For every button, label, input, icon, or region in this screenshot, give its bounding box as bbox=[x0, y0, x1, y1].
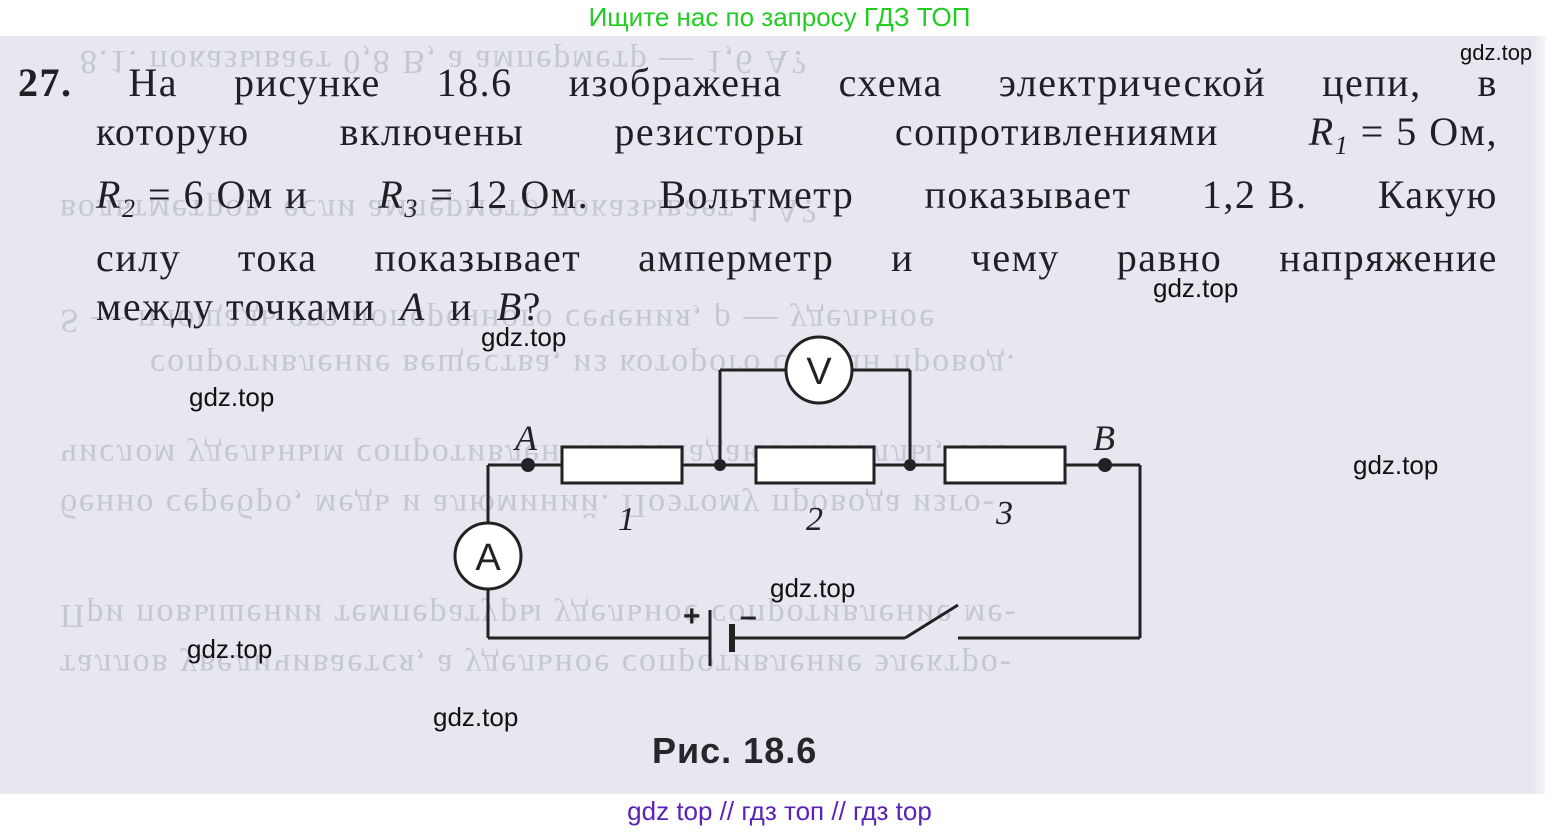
scanned-page: 8.1. показывает 0,8 В, а амперметр — 1,6… bbox=[0, 36, 1545, 794]
resistor-1-label: 1 bbox=[618, 501, 635, 538]
watermark: gdz.top bbox=[1460, 40, 1533, 65]
r3-term: R3 = 12 Ом. bbox=[378, 172, 590, 223]
problem-number: 27. bbox=[18, 60, 73, 105]
battery-plus-label: + bbox=[683, 600, 701, 633]
resistor-2-label: 2 bbox=[806, 501, 823, 538]
point-a-text: A bbox=[399, 284, 426, 329]
r2-term: R2 = 6 Ом и bbox=[96, 172, 309, 223]
problem-text: 27. На рисунке 18.6 изображена схема эле… bbox=[18, 58, 1498, 331]
watermark: gdz.top bbox=[433, 702, 519, 732]
top-banner[interactable]: Ищите нас по запросу ГДЗ ТОП bbox=[588, 2, 971, 32]
resistor-3 bbox=[943, 445, 1067, 485]
point-a-dot bbox=[521, 458, 535, 472]
ammeter-label: A bbox=[475, 537, 501, 579]
battery bbox=[708, 610, 735, 666]
resistor-1 bbox=[560, 445, 684, 485]
resistors bbox=[560, 445, 1067, 485]
junction-dot-right bbox=[904, 459, 916, 471]
watermark: gdz.top bbox=[1153, 273, 1239, 303]
point-b-dot bbox=[1098, 458, 1112, 472]
problem-line-2: которую включены резисторы сопротивления… bbox=[18, 107, 1498, 170]
resistor-2 bbox=[754, 445, 876, 485]
voltmeter-label: V bbox=[806, 351, 832, 393]
watermark: gdz.top bbox=[187, 634, 273, 664]
watermark: gdz.top bbox=[481, 322, 567, 352]
problem-line-1: 27. На рисунке 18.6 изображена схема эле… bbox=[18, 60, 1498, 105]
voltmeter-circle bbox=[784, 335, 854, 405]
watermark: gdz.top bbox=[189, 382, 275, 412]
switch-blade bbox=[904, 603, 959, 640]
watermark: gdz.top bbox=[770, 573, 856, 603]
r1-term: R1 = 5 Ом, bbox=[1308, 109, 1498, 160]
footer-links[interactable]: gdz top // гдз топ // гдз top bbox=[627, 796, 932, 826]
problem-line-4: силу тока показывает амперметр и чему ра… bbox=[96, 235, 1498, 280]
junction-dot-left bbox=[714, 459, 726, 471]
problem-line-5: между точками A и B? bbox=[96, 284, 542, 329]
battery-minus-label: – bbox=[740, 600, 757, 633]
junction-dots bbox=[521, 458, 1112, 472]
point-b-label: B bbox=[1093, 418, 1115, 458]
point-a-label: A bbox=[513, 418, 538, 458]
figure-caption: Рис. 18.6 bbox=[652, 730, 818, 771]
point-b-question: B? bbox=[496, 284, 542, 329]
watermark: gdz.top bbox=[1353, 450, 1439, 480]
ammeter-circle bbox=[453, 521, 523, 591]
resistor-3-label: 3 bbox=[995, 495, 1013, 532]
problem-line-3: R2 = 6 Ом и R3 = 12 Ом. Вольтметр показы… bbox=[18, 170, 1498, 233]
